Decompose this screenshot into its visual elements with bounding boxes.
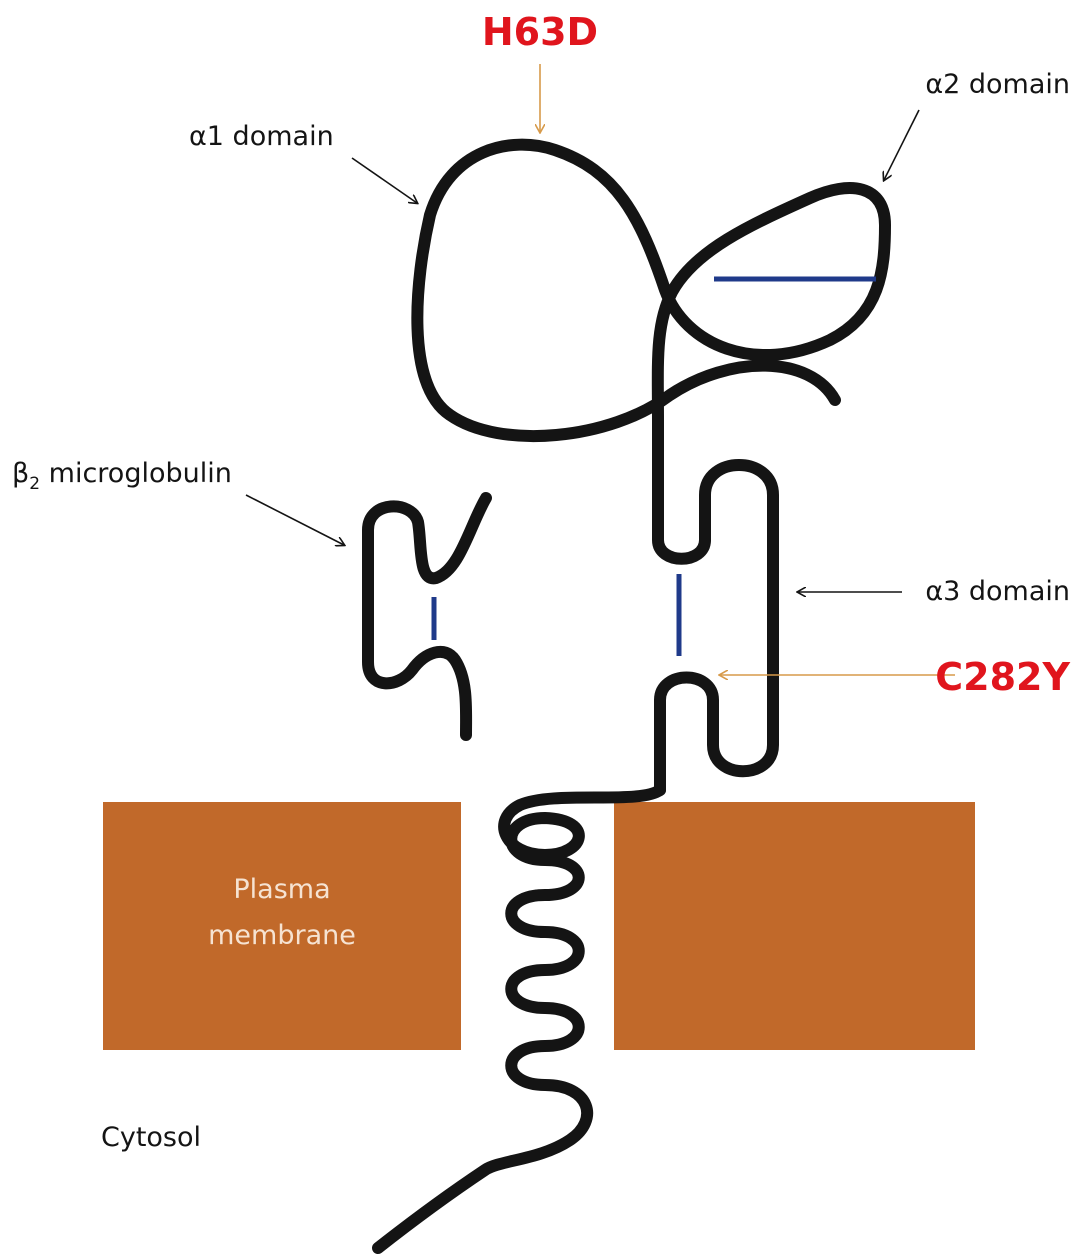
beta2-subscript: 2 <box>29 474 40 494</box>
alpha1-arrow <box>352 158 417 203</box>
beta2-microglobulin-chain <box>368 498 486 735</box>
c282y-label: C282Y <box>935 655 1070 699</box>
beta2-arrow <box>246 495 344 545</box>
beta2-microglobulin-label: β2 microglobulin <box>12 458 232 494</box>
cytosol-label: Cytosol <box>101 1122 201 1153</box>
membrane-right-block <box>614 802 975 1050</box>
alpha2-arrow <box>884 110 919 180</box>
h63d-label: H63D <box>482 10 598 54</box>
alpha1-domain-label: α1 domain <box>189 121 334 152</box>
membrane-label-line1: Plasma <box>233 874 330 905</box>
beta2-symbol: β <box>12 458 29 489</box>
alpha2-domain-label: α2 domain <box>925 69 1070 100</box>
alpha3-domain-label: α3 domain <box>925 576 1070 607</box>
membrane-label-line2: membrane <box>208 920 356 951</box>
beta2-text: microglobulin <box>40 458 232 489</box>
